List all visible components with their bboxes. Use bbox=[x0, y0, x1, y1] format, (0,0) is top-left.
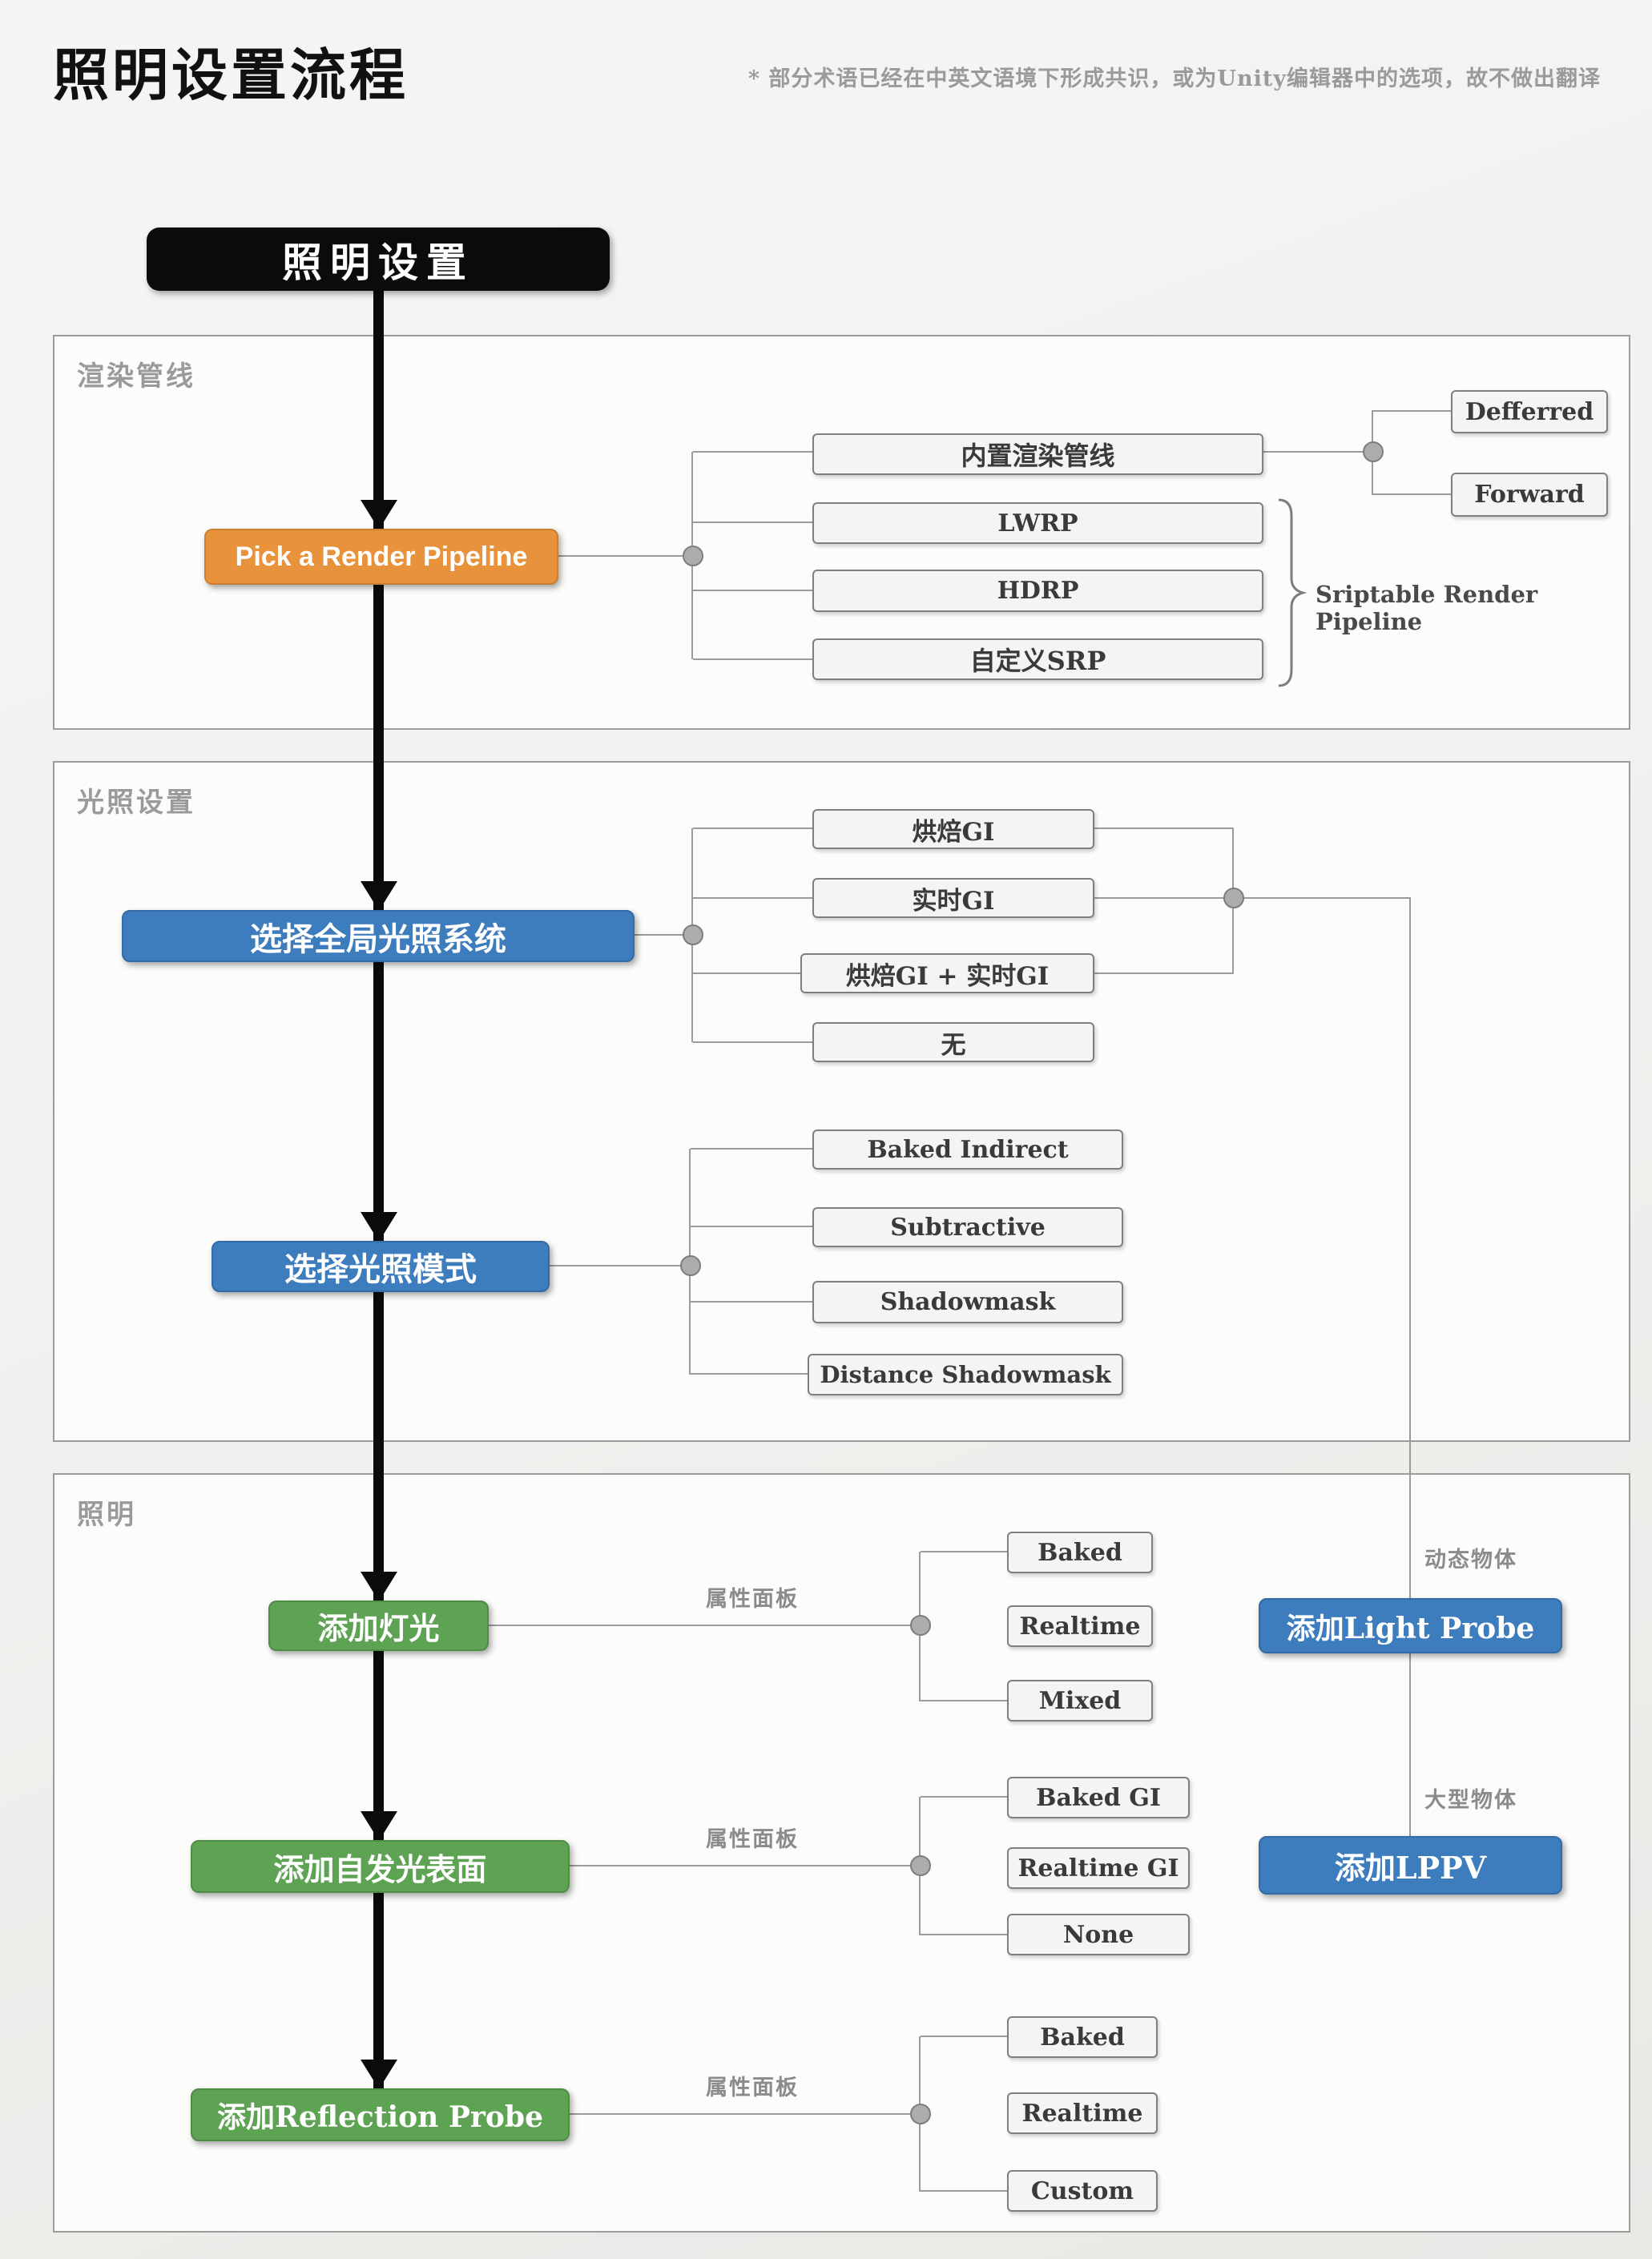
node-choose-gi-system: 选择全局光照系统 bbox=[122, 910, 635, 962]
connector-line bbox=[693, 590, 812, 591]
option-lwrp: LWRP bbox=[812, 502, 1263, 544]
connector-line bbox=[691, 1226, 812, 1227]
connector-line bbox=[691, 1301, 812, 1303]
connector-line bbox=[921, 1796, 1007, 1798]
node-add-reflection-probe: 添加Reflection Probe bbox=[191, 2088, 570, 2141]
junction-dot bbox=[910, 1855, 931, 1876]
arrow-down-icon bbox=[361, 500, 397, 530]
connector-line bbox=[558, 555, 693, 557]
connector-line bbox=[693, 1041, 812, 1043]
connector-line bbox=[489, 1625, 921, 1626]
node-choose-lighting-mode: 选择光照模式 bbox=[212, 1241, 550, 1292]
connector-line bbox=[1263, 451, 1373, 453]
option-emissive-realtime-gi: Realtime GI bbox=[1007, 1847, 1190, 1889]
connector-line bbox=[1094, 827, 1234, 829]
edge-label-dynamic-objects: 动态物体 bbox=[1424, 1548, 1517, 1572]
option-emissive-none: None bbox=[1007, 1914, 1190, 1955]
option-shadowmask: Shadowmask bbox=[812, 1281, 1123, 1323]
connector-line bbox=[693, 658, 812, 660]
connector-line bbox=[691, 1148, 812, 1150]
connector-line bbox=[635, 934, 693, 936]
connector-line bbox=[693, 827, 812, 829]
arrow-down-icon bbox=[361, 1212, 397, 1242]
connector-line bbox=[921, 1700, 1007, 1701]
connector-line bbox=[693, 897, 812, 899]
junction-dot bbox=[1223, 888, 1244, 908]
connector-line bbox=[1409, 1653, 1411, 1836]
edge-label-property-panel: 属性面板 bbox=[706, 1587, 799, 1612]
option-deferred: Defferred bbox=[1451, 390, 1608, 433]
edge-label-property-panel: 属性面板 bbox=[706, 2076, 799, 2100]
connector-line bbox=[1094, 972, 1234, 974]
node-pick-render-pipeline: Pick a Render Pipeline bbox=[204, 529, 558, 585]
arrow-down-icon bbox=[361, 1572, 397, 1601]
option-baked-gi: 烘焙GI bbox=[812, 809, 1094, 849]
option-light-realtime: Realtime bbox=[1007, 1605, 1153, 1647]
connector-line bbox=[921, 2036, 1007, 2037]
connector-line bbox=[1409, 898, 1411, 1598]
option-forward: Forward bbox=[1451, 473, 1608, 517]
junction-dot bbox=[910, 1615, 931, 1636]
option-light-baked: Baked bbox=[1007, 1532, 1153, 1573]
arrow-down-icon bbox=[361, 1811, 397, 1841]
junction-dot bbox=[680, 1255, 701, 1276]
connector-line bbox=[921, 1934, 1007, 1935]
connector-line bbox=[693, 521, 812, 523]
connector-line bbox=[1372, 493, 1451, 495]
option-emissive-baked-gi: Baked GI bbox=[1007, 1777, 1190, 1818]
section-label-lighting-settings: 光照设置 bbox=[77, 787, 195, 819]
curly-brace-icon bbox=[1278, 498, 1307, 687]
start-node: 照明设置 bbox=[147, 228, 610, 291]
option-baked-indirect: Baked Indirect bbox=[812, 1130, 1123, 1170]
node-add-light-probe: 添加Light Probe bbox=[1259, 1598, 1562, 1653]
junction-dot bbox=[683, 546, 703, 566]
option-distance-shadowmask: Distance Shadowmask bbox=[808, 1354, 1123, 1395]
srp-note-label: Sriptable Render Pipeline bbox=[1316, 581, 1538, 635]
connector-line bbox=[693, 451, 812, 453]
option-light-mixed: Mixed bbox=[1007, 1680, 1153, 1721]
junction-dot bbox=[683, 924, 703, 945]
option-realtime-gi: 实时GI bbox=[812, 878, 1094, 918]
option-hdrp: HDRP bbox=[812, 570, 1263, 612]
option-no-gi: 无 bbox=[812, 1022, 1094, 1062]
edge-label-large-objects: 大型物体 bbox=[1424, 1788, 1517, 1813]
node-add-light: 添加灯光 bbox=[268, 1601, 489, 1651]
connector-line bbox=[570, 2113, 921, 2115]
option-builtin-pipeline: 内置渲染管线 bbox=[812, 433, 1263, 475]
translation-note: * 部分术语已经在中英文语境下形成共识，或为Unity编辑器中的选项，故不做出翻… bbox=[747, 66, 1601, 91]
edge-label-property-panel: 属性面板 bbox=[706, 1827, 799, 1852]
connector-line bbox=[921, 1551, 1007, 1552]
connector-line bbox=[691, 1373, 808, 1375]
option-subtractive: Subtractive bbox=[812, 1207, 1123, 1247]
connector-line bbox=[550, 1265, 691, 1266]
junction-dot bbox=[1363, 441, 1384, 462]
page-title: 照明设置流程 bbox=[53, 42, 409, 108]
section-label-lighting: 照明 bbox=[77, 1499, 136, 1531]
connector-line bbox=[1094, 897, 1234, 899]
option-reflection-custom: Custom bbox=[1007, 2170, 1158, 2212]
connector-line bbox=[921, 2190, 1007, 2192]
arrow-down-icon bbox=[361, 2060, 397, 2089]
section-lighting-settings: 光照设置 bbox=[53, 761, 1630, 1442]
connector-line bbox=[570, 1865, 921, 1866]
node-add-lppv: 添加LPPV bbox=[1259, 1836, 1562, 1895]
option-reflection-baked: Baked bbox=[1007, 2016, 1158, 2058]
connector-line bbox=[1372, 410, 1451, 412]
arrow-down-icon bbox=[361, 881, 397, 911]
junction-dot bbox=[910, 2104, 931, 2124]
node-add-emissive-surface: 添加自发光表面 bbox=[191, 1840, 570, 1893]
connector-line bbox=[693, 972, 800, 974]
option-reflection-realtime: Realtime bbox=[1007, 2092, 1158, 2134]
option-baked-plus-realtime-gi: 烘焙GI + 实时GI bbox=[800, 953, 1094, 993]
section-label-render-pipeline: 渲染管线 bbox=[77, 360, 195, 393]
option-custom-srp: 自定义SRP bbox=[812, 638, 1263, 680]
connector-line bbox=[1234, 897, 1411, 899]
